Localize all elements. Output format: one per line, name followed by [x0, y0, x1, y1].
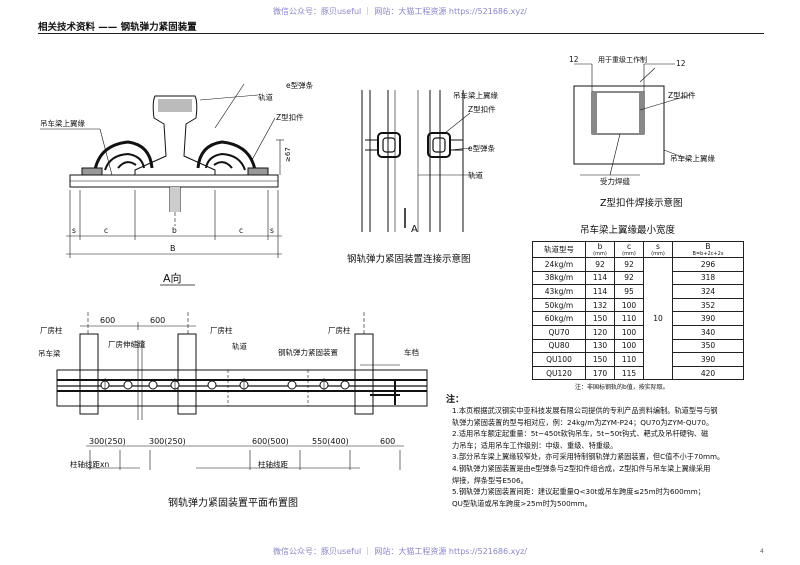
- fig-a-dim-c1: c: [104, 226, 108, 235]
- note-line: 1.本页根据武汉钢实中亚科技发展有限公司提供的专利产品资料编制。轨道型号与钢: [452, 406, 718, 415]
- fig-plan-stop: 车档: [404, 347, 419, 357]
- header-rule: [38, 33, 764, 34]
- fig-plan-title: 钢轨弹力紧固装置平面布置图: [168, 496, 298, 509]
- fig-conn-title: 钢轨弹力紧固装置连接示意图: [347, 253, 471, 265]
- fig-a-dim-s1: s: [72, 226, 76, 235]
- fig-plan-column1: 厂房柱: [40, 325, 63, 335]
- fig-conn-z-label: Z型扣件: [468, 104, 496, 114]
- fig-a-title: A向: [163, 271, 182, 285]
- notes-list: 1.本页根据武汉钢实中亚科技发展有限公司提供的专利产品资料编制。轨道型号与钢 轨…: [452, 405, 768, 509]
- fig-a-e-spring-label: e型弹条: [286, 80, 314, 90]
- note-line: 3.部分吊车梁上翼缘较窄处，亦可采用特制钢轨弹力紧固装置，但C值不小于70mm。: [452, 452, 725, 462]
- fig-plan-dim4: 550(400): [312, 437, 349, 446]
- fig-a-dim-B: B: [170, 244, 176, 253]
- fig-conn-e-label: e型弹条: [468, 143, 496, 153]
- fig-plan-dim-600a: 600: [100, 316, 115, 325]
- note-line: 力吊车；适用吊车工作级别：中级、重级、特重级。: [452, 440, 618, 450]
- fig-weld-flange-label: 吊车梁上翼缘: [670, 153, 715, 163]
- fig-plan-rail: 轨道: [232, 341, 247, 351]
- fig-plan-dim-600b: 600: [150, 316, 165, 325]
- fig-weld-weld-label: 受力焊缝: [600, 176, 630, 186]
- fig-a-rail-label: 轨道: [258, 92, 273, 102]
- th-c: c(mm): [614, 241, 644, 258]
- th-b: b(mm): [585, 241, 615, 258]
- fig-a-flange-label: 吊车梁上翼缘: [40, 118, 85, 128]
- fig-a-drawing: [40, 83, 284, 258]
- fig-a-dim-b: b: [172, 226, 177, 235]
- fig-conn-rail-label: 轨道: [468, 170, 483, 180]
- th-s: s(mm): [643, 241, 673, 258]
- page-number: 4: [760, 548, 764, 555]
- fig-a-dim-67: ≥67: [284, 147, 292, 162]
- fig-weld-dim-12b: 12: [676, 59, 686, 68]
- fig-conn-arrow-label: A: [411, 224, 418, 235]
- table-footnote: 注：非国标钢轨的b值，按实际取。: [575, 384, 669, 391]
- watermark-bottom: 微信公众号：豚贝useful ｜ 网站：大猫工程资源 https://52168…: [272, 547, 528, 556]
- fig-plan-dim3: 600(500): [252, 437, 289, 446]
- fig-weld-dim-12a: 12: [569, 55, 579, 64]
- page-header: 相关技术资料 —— 钢轨弹力紧固装置: [38, 22, 197, 33]
- left-e-spring: [93, 140, 154, 171]
- fig-plan-column3: 厂房柱: [328, 325, 351, 335]
- fig-plan-dim2: 300(250): [149, 437, 186, 446]
- fig-plan-beam: 吊车梁: [38, 348, 61, 358]
- note-line: 轨弹力紧固装置的型号相对应，例：24kg/m为ZYM-P24；QU70为ZYM-…: [452, 417, 714, 427]
- note-line: 2.适用吊车额定起重量：5t~450t软钩吊车，5t~50t钩式、耙式及吊杆硬钩…: [452, 429, 709, 439]
- th-rail: 轨道型号: [532, 241, 586, 258]
- fig-plan-joint: 厂房伸缩缝: [108, 339, 146, 349]
- right-e-spring: [196, 140, 257, 171]
- fig-plan-device: 钢轨弹力紧固装置: [278, 347, 338, 357]
- fig-plan-dim5: 600: [380, 437, 395, 446]
- fig-a-dim-s2: s: [270, 226, 274, 235]
- note-line: QU型轨道或吊车跨度>25m时为500mm。: [452, 498, 592, 508]
- fig-weld-drawing: [573, 63, 691, 176]
- fig-weld-heavy-label: 用于重级工作制: [598, 55, 647, 64]
- rail-section: [134, 95, 216, 176]
- note-line: 焊接，焊条型号E506。: [452, 475, 528, 485]
- table-title: 吊车梁上翼缘最小宽度: [580, 224, 676, 236]
- fig-a-dim-c2: c: [239, 226, 243, 235]
- fig-weld-title: Z型扣件焊接示意图: [600, 197, 683, 209]
- fig-conn-drawing: [361, 90, 480, 232]
- fig-a-z-clip-label: Z型扣件: [276, 112, 304, 122]
- watermark-top: 微信公众号：豚贝useful ｜ 网站：大猫工程资源 https://52168…: [272, 7, 528, 16]
- s-value-cell: 10: [643, 256, 673, 381]
- fig-weld-z-label: Z型扣件: [668, 90, 696, 100]
- fig-plan-drawing: [56, 310, 428, 470]
- fig-plan-axis-xn: 柱轴线距xn: [70, 459, 109, 469]
- note-line: 4.钢轨弹力紧固装置是由e型弹条与Z型扣件组合成，Z型扣件与吊车梁上翼缘采用: [452, 463, 711, 473]
- fig-plan-axis: 柱轴线距: [258, 459, 288, 469]
- fig-conn-flange-label: 吊车梁上翼缘: [453, 90, 498, 100]
- note-line: 5.钢轨弹力紧固装置间距：建议起重量Q<30t或吊车跨度≤25m时为600mm；: [452, 487, 705, 497]
- fig-plan-column2: 厂房柱: [210, 325, 233, 335]
- fig-plan-dim1: 300(250): [89, 437, 126, 446]
- notes-title: 注：: [446, 395, 465, 405]
